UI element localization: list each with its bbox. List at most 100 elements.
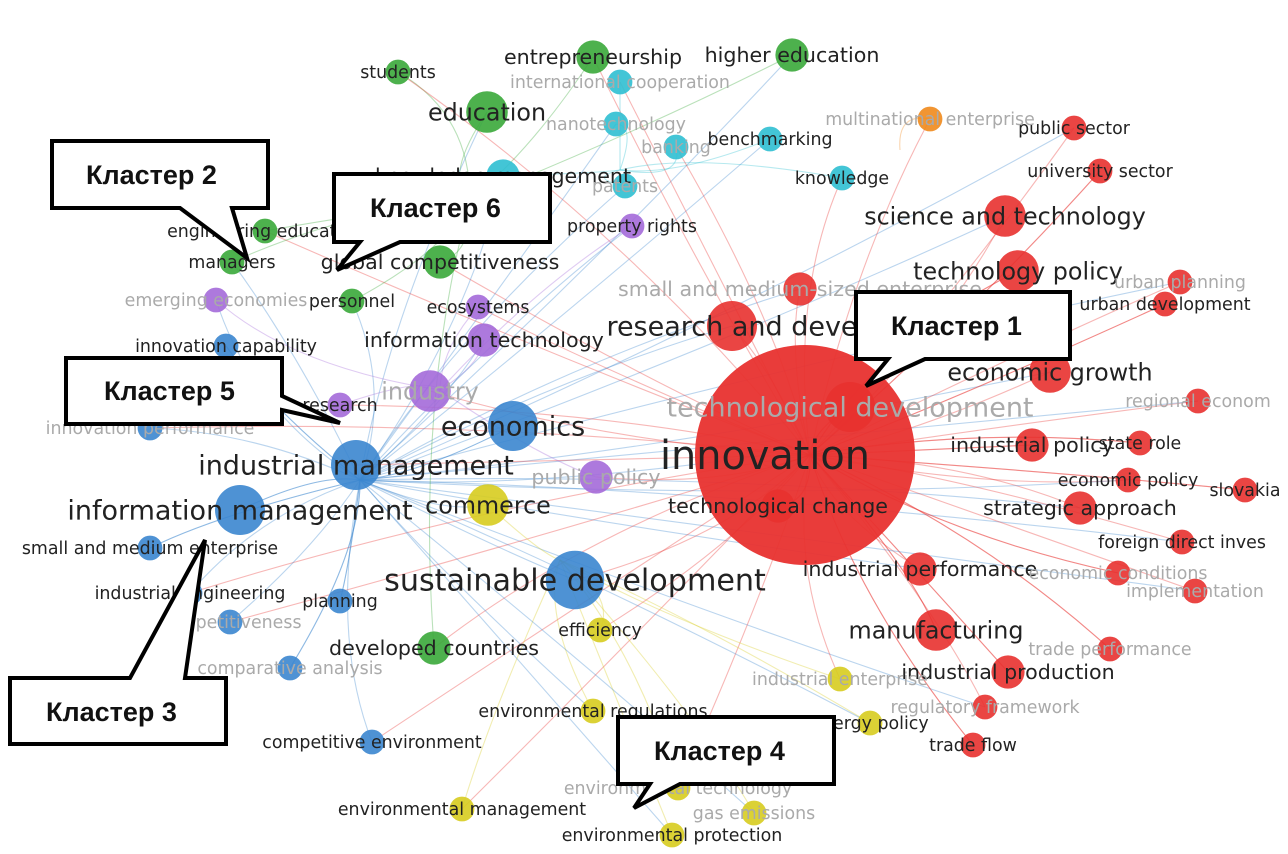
term-node[interactable]: [1097, 636, 1123, 662]
term-node[interactable]: [1185, 388, 1211, 414]
term-label[interactable]: emerging economies: [125, 291, 308, 311]
term-node[interactable]: [659, 822, 685, 848]
term-node[interactable]: [1182, 578, 1208, 604]
term-label[interactable]: public policy: [531, 465, 660, 489]
term-node[interactable]: [213, 333, 239, 359]
term-label[interactable]: entrepreneurship: [504, 45, 682, 69]
term-node[interactable]: [488, 401, 538, 451]
term-label[interactable]: environmental protection: [562, 826, 783, 846]
term-label[interactable]: industrial production: [901, 660, 1114, 684]
term-label[interactable]: patents: [592, 177, 658, 197]
term-label[interactable]: research and deve: [606, 311, 857, 342]
term-node[interactable]: [829, 165, 855, 191]
term-label[interactable]: industrial engineering: [95, 584, 286, 604]
term-node[interactable]: [1167, 269, 1193, 295]
term-label[interactable]: economic growth: [947, 358, 1152, 386]
term-node[interactable]: [339, 288, 365, 314]
term-node[interactable]: [1087, 158, 1113, 184]
term-node[interactable]: [825, 382, 875, 432]
term-label[interactable]: industrial enterprise: [752, 670, 928, 690]
term-label[interactable]: strategic approach: [983, 496, 1177, 520]
term-label[interactable]: environmental regulations: [478, 702, 707, 722]
term-node[interactable]: [915, 609, 957, 651]
term-node[interactable]: [972, 694, 998, 720]
term-label[interactable]: economic policy: [1058, 471, 1199, 491]
term-node[interactable]: [545, 550, 605, 610]
term-node[interactable]: [783, 272, 817, 306]
term-label[interactable]: slovakia: [1209, 481, 1280, 501]
term-label[interactable]: urban development: [1079, 295, 1250, 315]
term-label[interactable]: university sector: [1027, 162, 1173, 182]
term-node[interactable]: [960, 732, 986, 758]
term-label[interactable]: foreign direct inves: [1098, 533, 1266, 553]
term-node[interactable]: [663, 134, 689, 160]
term-label[interactable]: benchmarking: [707, 130, 832, 150]
term-label[interactable]: innovation capability: [135, 337, 317, 357]
term-node[interactable]: [359, 729, 385, 755]
term-node[interactable]: [619, 213, 645, 239]
term-label[interactable]: engineering education: [167, 222, 363, 242]
term-label[interactable]: global competitiveness: [321, 250, 560, 274]
term-node[interactable]: [1063, 491, 1097, 525]
term-label[interactable]: industrial policy: [950, 433, 1113, 457]
term-node[interactable]: [215, 485, 265, 535]
term-label[interactable]: knowledge: [795, 169, 889, 189]
term-node[interactable]: [997, 250, 1039, 292]
term-label[interactable]: trade flow: [929, 736, 1017, 756]
term-label[interactable]: environmental management: [338, 800, 586, 820]
term-label[interactable]: energy policy: [811, 714, 928, 734]
term-label[interactable]: implementation: [1126, 582, 1264, 602]
term-node[interactable]: [991, 655, 1025, 689]
term-node[interactable]: [707, 301, 757, 351]
term-node[interactable]: [203, 287, 229, 313]
term-label[interactable]: small and medium-sized enterprise: [618, 277, 982, 301]
term-label[interactable]: economics: [441, 411, 585, 442]
term-label[interactable]: innovation: [660, 433, 870, 479]
term-label[interactable]: industrial performance: [803, 557, 1038, 581]
term-node[interactable]: [603, 111, 629, 137]
term-label[interactable]: efficiency: [558, 621, 641, 641]
term-label[interactable]: information management: [67, 495, 412, 526]
term-node[interactable]: [449, 796, 475, 822]
term-label[interactable]: competitiveness: [158, 613, 301, 633]
term-node[interactable]: [761, 489, 795, 523]
term-label[interactable]: science and technology: [864, 202, 1146, 230]
term-node[interactable]: [587, 617, 613, 643]
term-node[interactable]: [580, 698, 606, 724]
term-node[interactable]: [1015, 428, 1049, 462]
term-node[interactable]: [417, 631, 451, 665]
term-label[interactable]: industrial management: [198, 450, 514, 481]
term-node[interactable]: [409, 370, 451, 412]
term-label[interactable]: state role: [1099, 434, 1182, 454]
term-node[interactable]: [576, 40, 610, 74]
term-node[interactable]: [331, 440, 381, 490]
term-node[interactable]: [775, 38, 809, 72]
term-label[interactable]: small and medium enterprise: [22, 539, 278, 559]
term-node[interactable]: [465, 294, 491, 320]
term-node[interactable]: [984, 195, 1026, 237]
term-label[interactable]: regulatory framework: [890, 698, 1080, 718]
term-label[interactable]: managers: [188, 253, 275, 273]
term-node[interactable]: [467, 323, 501, 357]
term-label[interactable]: students: [360, 63, 436, 83]
term-label[interactable]: ecosystems: [427, 298, 530, 318]
term-label[interactable]: manufacturing: [849, 616, 1024, 644]
term-node[interactable]: [1061, 115, 1087, 141]
term-node[interactable]: [1169, 529, 1195, 555]
term-label[interactable]: technology policy: [913, 257, 1123, 285]
term-label[interactable]: higher education: [705, 43, 880, 67]
term-node[interactable]: [827, 666, 853, 692]
term-label[interactable]: sustainable development: [384, 564, 766, 599]
term-node[interactable]: [277, 655, 303, 681]
term-node[interactable]: [1105, 560, 1131, 586]
term-label[interactable]: personnel: [309, 292, 395, 312]
term-node[interactable]: [1152, 291, 1178, 317]
term-node[interactable]: [757, 126, 783, 152]
term-label[interactable]: banking: [641, 138, 711, 158]
term-label[interactable]: competitive environment: [262, 733, 482, 753]
term-label[interactable]: gas emissions: [693, 804, 815, 824]
term-node[interactable]: [467, 484, 509, 526]
term-label[interactable]: trade performance: [1028, 640, 1191, 660]
term-node[interactable]: [903, 552, 937, 586]
term-label[interactable]: technological development: [666, 392, 1033, 423]
